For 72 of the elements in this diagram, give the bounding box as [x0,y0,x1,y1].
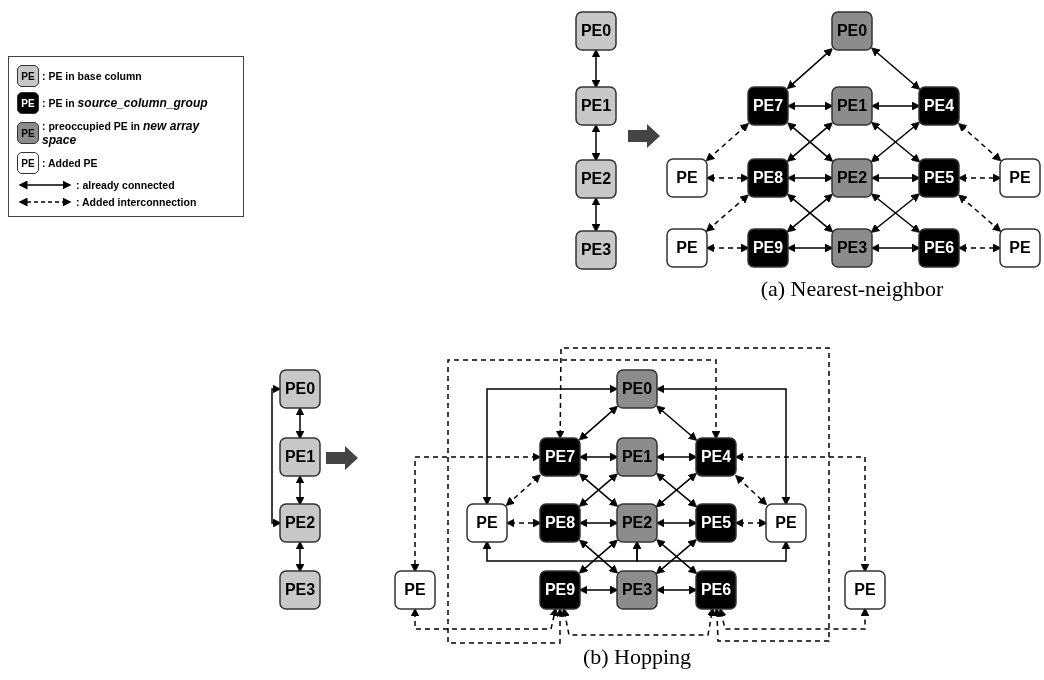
node-box: PE [999,228,1041,268]
node-box: PE5 [918,158,960,198]
arrow [410,452,541,573]
arrow [735,452,870,573]
arrow [578,405,618,441]
node-box: PE [765,503,807,543]
arrow [591,124,601,162]
node-box: PE [666,158,708,198]
arrow [958,194,1002,232]
node-box: PE1 [575,86,617,126]
node-box: PE6 [918,228,960,268]
node-box: PE [999,158,1041,198]
node-box: PE1 [616,437,658,477]
node-box: PE7 [747,86,789,126]
node-box: PE2 [616,503,658,543]
arrow [295,475,305,506]
node-box: PE [466,503,508,543]
node-box: PE8 [539,503,581,543]
legend-swatch: PE [17,152,39,174]
node-box: PE2 [831,158,873,198]
arrow [628,124,660,148]
node-box: PE7 [539,437,581,477]
legend-swatch: PE [17,65,39,87]
arrow [326,446,358,470]
node-box: PE6 [695,570,737,610]
node-box: PE1 [831,86,873,126]
node-box: PE3 [616,570,658,610]
node-box: PE2 [279,503,321,543]
node-box: PE0 [279,369,321,409]
arrow [295,407,305,440]
node-box: PE9 [747,228,789,268]
node-box: PE3 [575,230,617,270]
arrow [555,347,830,642]
node-box: PE4 [918,86,960,126]
arrow [447,359,721,644]
node-box: PE1 [279,437,321,477]
arrow [705,123,749,162]
legend-text: : Added interconnection [76,196,197,208]
arrow [871,47,921,90]
node-box: PE5 [695,503,737,543]
node-box: PE9 [539,570,581,610]
legend-text: : PE in base column [42,70,142,82]
arrow [958,123,1002,162]
legend-text: : PE in source_column_group [42,96,208,110]
node-box: PE [394,570,436,610]
legend-text: : already connected [76,179,175,191]
legend-swatch: PE [17,92,39,114]
node-box: PE3 [831,228,873,268]
arrow [295,541,305,573]
arrow [591,197,601,233]
arrow [705,194,749,232]
arrow [656,384,791,506]
arrow [505,474,541,506]
node-box: PE [844,570,886,610]
node-box: PE [666,228,708,268]
node-box: PE0 [616,369,658,409]
arrow [786,48,833,90]
arrow [735,475,768,506]
node-box: PE0 [831,11,873,51]
caption-text: (a) Nearest-neighbor [760,276,944,302]
node-box: PE2 [575,159,617,199]
arrow [656,405,698,441]
node-box: PE0 [575,11,617,51]
node-box: PE8 [747,158,789,198]
legend-text: : preoccupied PE in new array space [42,119,201,147]
node-box: PE4 [695,437,737,477]
node-box: PE3 [279,570,321,610]
arrow [482,384,618,506]
caption-text: (b) Hopping [582,644,692,670]
legend-text: : Added PE [42,157,98,169]
legend-swatch: PE [17,122,39,144]
arrow [591,49,601,89]
